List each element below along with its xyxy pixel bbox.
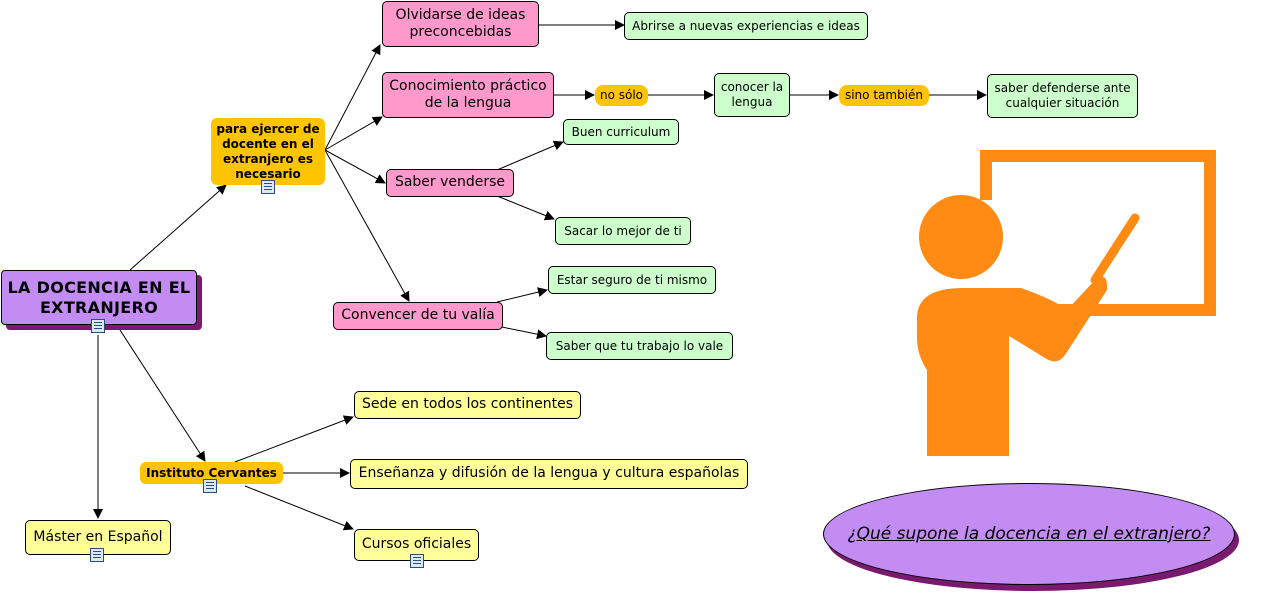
requirement-label: para ejercer de docente en el extranjero…	[216, 121, 320, 181]
edge-convencer-trabajo	[496, 325, 547, 340]
edge-req-convencer	[324, 149, 410, 302]
edge-venderse-sacar	[496, 195, 555, 221]
document-note-icon[interactable]	[410, 554, 424, 568]
question-bubble[interactable]: ¿Qué supone la docencia en el extranjero…	[823, 483, 1235, 585]
saber-venderse-label: Saber venderse	[394, 174, 506, 191]
edge-root-cervantes	[119, 329, 206, 462]
no-solo-label: no sólo	[599, 88, 644, 102]
trabajo-vale-node[interactable]: Saber que tu trabajo lo vale	[546, 332, 733, 360]
cervantes-node[interactable]: Instituto Cervantes	[140, 462, 283, 484]
edge-req-conocimiento	[324, 116, 383, 151]
document-note-icon[interactable]	[261, 180, 275, 194]
root-node[interactable]: LA DOCENCIA EN EL EXTRANJERO	[1, 270, 197, 325]
sede-label: Sede en todos los continentes	[361, 396, 574, 413]
cursos-label: Cursos oficiales	[361, 536, 472, 553]
olvidarse-node[interactable]: Olvidarse de ideas preconcebidas	[382, 1, 539, 47]
root-label: LA DOCENCIA EN EL EXTRANJERO	[7, 277, 191, 317]
edge-req-venderse	[324, 149, 386, 184]
cervantes-label: Instituto Cervantes	[146, 465, 277, 480]
sacar-mejor-node[interactable]: Sacar lo mejor de ti	[555, 217, 691, 245]
olvidarse-label: Olvidarse de ideas preconcebidas	[395, 6, 526, 41]
edge-venderse-curriculum	[496, 140, 564, 171]
master-label: Máster en Español	[33, 528, 163, 545]
saber-venderse-node[interactable]: Saber venderse	[386, 169, 514, 197]
defenderse-label: saber defenderse ante cualquier situació…	[994, 81, 1131, 110]
seguro-label: Estar seguro de ti mismo	[556, 272, 708, 287]
ensenanza-node[interactable]: Enseñanza y difusión de la lengua y cult…	[350, 459, 748, 489]
document-note-icon[interactable]	[91, 319, 105, 333]
no-solo-connector[interactable]: no sólo	[595, 85, 648, 106]
edge-cervantes-cursos	[244, 485, 354, 531]
ensenanza-label: Enseñanza y difusión de la lengua y cult…	[358, 465, 740, 482]
abrirse-node[interactable]: Abrirse a nuevas experiencias e ideas	[624, 12, 868, 40]
conocimiento-label: Conocimiento práctico de la lengua	[389, 77, 547, 112]
edge-convencer-seguro	[496, 287, 548, 303]
sacar-mejor-label: Sacar lo mejor de ti	[564, 223, 682, 238]
requirement-node[interactable]: para ejercer de docente en el extranjero…	[211, 118, 325, 185]
buen-curriculum-node[interactable]: Buen curriculum	[563, 119, 679, 145]
teacher-at-board-icon	[917, 150, 1216, 456]
document-note-icon[interactable]	[90, 548, 104, 562]
conocer-label: conocer la lengua	[720, 80, 784, 109]
defenderse-node[interactable]: saber defenderse ante cualquier situació…	[987, 74, 1138, 118]
sino-tambien-connector[interactable]: sino también	[839, 85, 929, 106]
edge-req-olvidarse	[324, 44, 381, 151]
trabajo-vale-label: Saber que tu trabajo lo vale	[555, 338, 724, 353]
question-link[interactable]: ¿Qué supone la docencia en el extranjero…	[847, 524, 1211, 544]
conocer-node[interactable]: conocer la lengua	[714, 73, 790, 117]
sino-tambien-label: sino también	[844, 88, 924, 102]
edge-cervantes-sede	[234, 415, 354, 463]
buen-curriculum-label: Buen curriculum	[571, 124, 671, 139]
abrirse-label: Abrirse a nuevas experiencias e ideas	[632, 18, 860, 33]
document-note-icon[interactable]	[203, 479, 217, 493]
convencer-node[interactable]: Convencer de tu valía	[333, 302, 503, 330]
conocimiento-node[interactable]: Conocimiento práctico de la lengua	[382, 72, 554, 118]
edge-root-requirement	[129, 184, 227, 271]
sede-node[interactable]: Sede en todos los continentes	[354, 391, 581, 419]
seguro-node[interactable]: Estar seguro de ti mismo	[548, 266, 716, 294]
convencer-label: Convencer de tu valía	[341, 307, 495, 324]
